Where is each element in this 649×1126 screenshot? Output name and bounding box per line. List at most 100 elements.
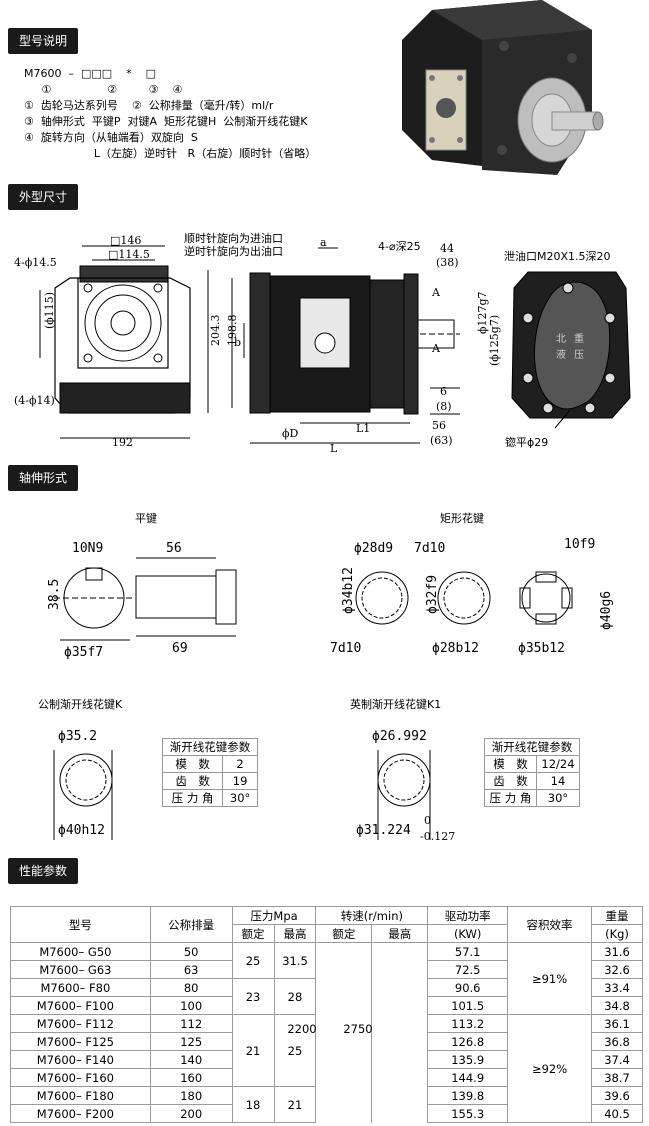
table-row: 齿 数 19 [161,772,258,790]
table-row: M7600– F125 125 126.8 36.8 [10,1032,644,1051]
pump-illustration [392,0,622,185]
logo-char: 重 [574,332,584,345]
rotation-note-2: 逆时针旋向为出油口 [184,244,283,258]
table-row: M7600– F160 160 144.9 38.7 [10,1068,644,1087]
model-code-line: M7600 – □□□ * □ [24,67,157,80]
dim-L1: L1 [356,422,370,435]
dim-146: □146 [110,234,141,247]
flat-key-drawing [54,557,237,641]
dim-phiD: ϕD [282,427,298,440]
dim-32f9: ϕ32f9 [425,575,440,614]
metric-spline-params-title: 渐开线花键参数 [162,738,258,756]
section-a-bottom: A [431,342,441,355]
header-power: 驱动功率 [427,906,509,925]
header-pressure-rated: 额定 [231,924,275,943]
dim-125g7: (ϕ125g7) [488,315,501,366]
table-row: 模 数 2 [161,755,258,773]
header-pressure-max: 最高 [273,924,317,943]
dim-35-2: ϕ35.2 [58,729,97,744]
performance-table: 型号 公称排量 压力Mpa 转速(r/min) 驱动功率 容积效率 重量 额定 … [10,906,644,1123]
imperial-spline-params-title: 渐开线花键参数 [484,738,580,756]
dim-40h12: ϕ40h12 [58,823,105,838]
dim-31-224: ϕ31.224 [356,823,411,838]
dim-4-14-5: 4-ϕ14.5 [14,256,57,269]
section-title-performance: 性能参数 [8,858,78,884]
imperial-spline-title: 英制渐开线花键K1 [350,697,441,711]
dim-28b12: ϕ28b12 [432,641,479,656]
dim-56: 56 [166,541,182,556]
dim-7d10-bottom: 7d10 [330,641,361,656]
header-weight-unit: (Kg) [590,924,644,943]
dim-a: a [320,236,327,249]
dim-6: 6 [440,385,447,398]
flat-key-title: 平键 [135,511,157,525]
dim-35b12: ϕ35b12 [518,641,565,656]
header-efficiency: 容积效率 [507,906,592,943]
spot-face-note: 锪平ϕ29 [505,436,548,449]
table-row: 压 力 角 30° [484,789,581,807]
model-code-item: ③ 轴伸形式 平键P 对键A 矩形花键H 公制渐开线花键K [24,115,308,128]
dim-4-14: (4-ϕ14) [14,394,55,407]
rotation-note-1: 顺时针旋向为进油口 [184,231,283,245]
side-view [231,247,460,444]
rear-view [511,271,631,429]
header-displacement: 公称排量 [149,906,233,943]
table-row: M7600– F200 200 155.3 40.5 [10,1104,644,1123]
dim-63: (63) [430,434,453,447]
dim-204-3: 204.3 [209,315,222,347]
dim-38: (38) [436,256,459,269]
header-model: 型号 [10,906,151,943]
dim-b: b [234,336,241,349]
dim-L: L [330,442,338,455]
header-weight: 重量 [590,906,644,925]
logo-char: 压 [574,349,584,361]
table-row: 模 数 12/24 [484,755,581,773]
model-code-index-line: ① ② ③ ④ [24,83,183,96]
dim-115: (ϕ115) [43,292,56,329]
model-code-block: M7600 – □□□ * □ ① ② ③ ④ ① 齿轮马达系列号 ② 公称排量… [24,66,316,162]
header-speed-max: 最高 [371,924,429,943]
dim-40g6: ϕ40g6 [599,591,614,630]
header-power-unit: (KW) [427,924,509,943]
metric-spline-params: 渐开线花键参数 模 数 2 齿 数 19 压 力 角 30° [161,738,258,807]
logo-char: 液 [556,348,566,361]
dim-114-5: □114.5 [108,248,150,261]
table-row: M7600– F112 112 21 25 113.2 ≥92% 36.1 [10,1014,644,1123]
dim-44: 44 [440,242,454,255]
metric-spline-title: 公制渐开线花键K [38,697,123,711]
model-code-item: ④ 旋转方向（从轴端看）双旋向 S [24,131,198,144]
dim-26-992: ϕ26.992 [372,729,427,744]
table-row: M7600– F180 180 18 21 139.8 39.6 [10,1086,644,1123]
dim-56: 56 [432,419,446,432]
involute-spline-drawing: 公制渐开线花键K 英制渐开线花键K1 ϕ35.2 ϕ40h12 ϕ26.992 … [0,690,649,855]
speed-max-value: 2750 [343,1022,373,1036]
thread-note: 4-⌀深25 [378,240,421,253]
dim-192: 192 [112,436,133,449]
header-speed: 转速(r/min) [315,906,429,925]
dim-69: 69 [172,641,188,656]
rect-spline-drawing [355,571,573,625]
section-title-model: 型号说明 [8,28,78,54]
model-code-item: L（左旋）逆时针 R（右旋）顺时针（省略） [24,147,317,160]
imperial-spline-params: 渐开线花键参数 模 数 12/24 齿 数 14 压 力 角 30° [484,738,581,807]
dim-8: (8) [436,400,452,413]
speed-rated-value: 2200 [287,1022,317,1036]
shaft-drawing: 平键 矩形花键 10N9 56 38.5 ϕ35f7 69 [0,500,649,675]
rect-spline-title: 矩形花键 [440,511,484,525]
dim-28d9: ϕ28d9 [354,541,393,556]
tolerance-upper: 0 [424,814,431,827]
model-code-item: ① 齿轮马达系列号 ② 公称排量（毫升/转）ml/r [24,99,274,112]
section-title-shaft: 轴伸形式 [8,465,78,491]
dim-10f9: 10f9 [564,537,595,552]
dim-127g7: ϕ127g7 [476,291,489,334]
table-row: 压 力 角 30° [161,789,258,807]
table-row: M7600– F80 80 23 28 90.6 33.4 [10,978,644,1015]
logo-char: 北 [556,333,566,345]
dimension-drawing: □146 □114.5 4-ϕ14.5 (ϕ115) (4-ϕ14) 192 2… [0,228,649,460]
dim-38-5: 38.5 [47,579,62,610]
dim-7d10-top: 7d10 [414,541,445,556]
front-view [39,245,209,439]
drain-port-note: 泄油口M20X1.5深20 [504,249,611,263]
section-a-top: A [431,286,441,299]
table-row: 齿 数 14 [484,772,581,790]
